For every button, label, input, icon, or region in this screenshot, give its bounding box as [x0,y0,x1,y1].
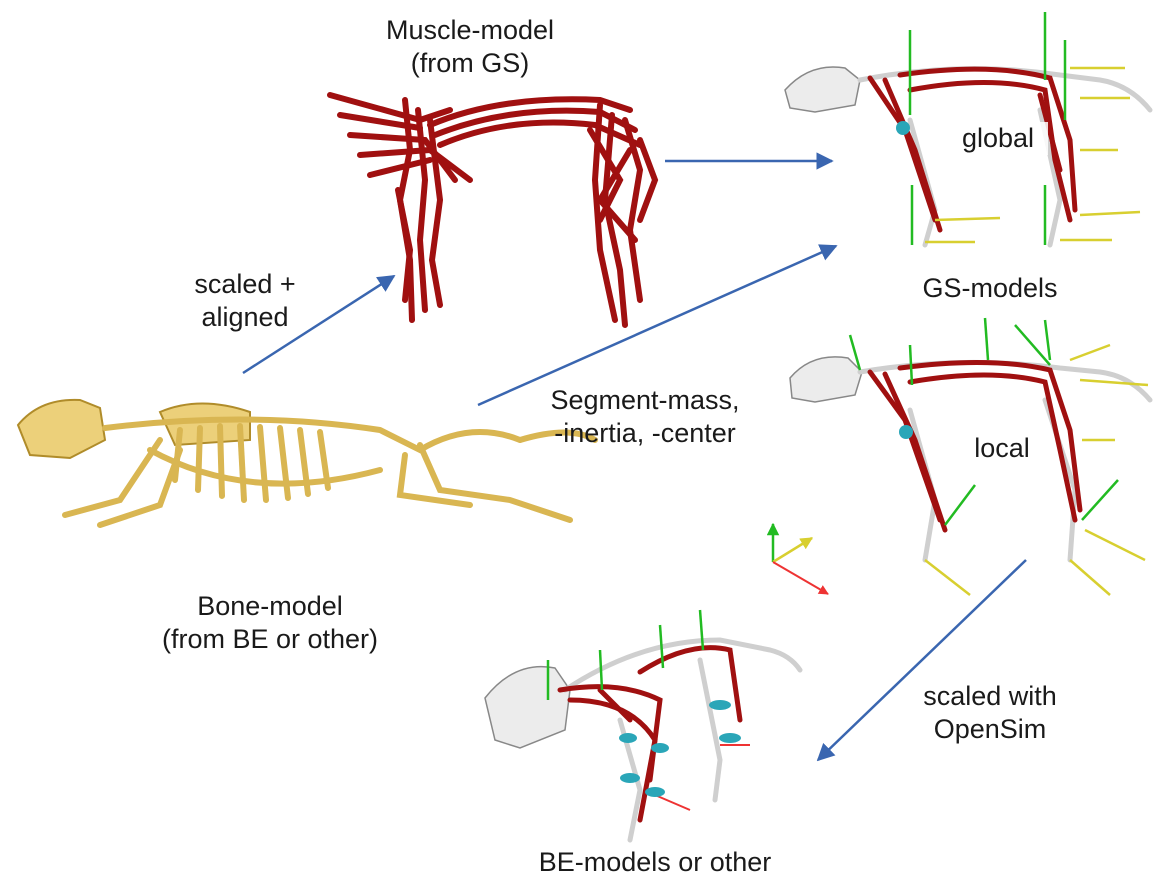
be-model-figure [485,610,800,840]
gs-models-label: GS-models [890,272,1090,305]
local-label: local [962,432,1042,465]
be-models-label: BE-models or other [500,846,810,879]
muscle-model-figure [330,95,655,325]
bone-model-skeleton [18,400,595,525]
scaled-aligned-label: scaled + aligned [165,268,325,334]
coordinate-axes-icon [773,524,828,594]
segment-label: Segment-mass, -inertia, -center [520,384,770,450]
arrow-bone-to-gs [478,246,836,405]
global-label: global [948,122,1048,155]
muscle-model-label: Muscle-model (from GS) [365,14,575,80]
scaled-opensim-label: scaled with OpenSim [900,680,1080,746]
bone-model-label: Bone-model (from BE or other) [130,590,410,656]
